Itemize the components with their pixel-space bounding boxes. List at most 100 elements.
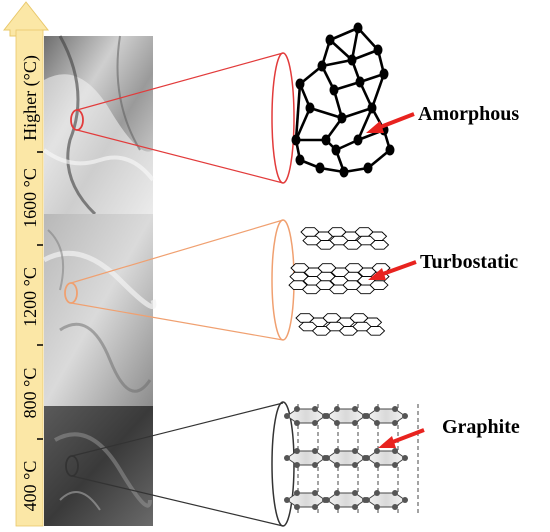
amorphous-atom xyxy=(337,112,347,124)
graphite-atom xyxy=(312,490,318,496)
graphite-atom xyxy=(402,497,408,503)
label-amorphous-group: Amorphous xyxy=(366,103,519,133)
graphite-atom xyxy=(284,497,290,503)
arrow-turbostatic-head xyxy=(368,268,386,280)
graphite-atom xyxy=(334,504,340,510)
temp-label-higher: Higher (°C) xyxy=(20,55,41,141)
arrow-turbostatic xyxy=(379,260,417,277)
graphite-atom xyxy=(334,420,340,426)
graphite-atom xyxy=(324,455,330,461)
amorphous-bond xyxy=(356,107,374,141)
graphite-atom xyxy=(334,462,340,468)
amorphous-atom xyxy=(329,84,339,96)
graphite-atom xyxy=(392,406,398,412)
label-turbostatic: Turbostatic xyxy=(420,251,518,273)
zoom-ellipse-bottom xyxy=(271,401,295,527)
amorphous-atom xyxy=(305,102,315,114)
amorphous-atom xyxy=(321,134,331,146)
graphite-atom xyxy=(294,448,300,454)
graphene-sheet xyxy=(286,408,326,424)
temp-label-800: 800 °C xyxy=(20,368,40,419)
amorphous-bond xyxy=(329,26,359,42)
graphite-atom xyxy=(352,448,358,454)
graphite-atom xyxy=(392,462,398,468)
amorphous-atom xyxy=(295,154,305,166)
graphene-sheet xyxy=(366,408,406,424)
amorphous-atom xyxy=(363,162,373,174)
graphite-atom xyxy=(324,413,330,419)
sem-image-middle xyxy=(42,214,157,406)
graphite-atom xyxy=(392,504,398,510)
label-graphite-group: Graphite xyxy=(378,416,520,448)
hexagon-ring xyxy=(369,240,390,250)
amorphous-atom xyxy=(347,54,357,66)
graphite-atom xyxy=(312,504,318,510)
hexagon-ring xyxy=(365,326,386,336)
arrow-amorphous-head xyxy=(366,121,384,133)
graphite-atom xyxy=(294,406,300,412)
graphite-atom xyxy=(294,504,300,510)
zoom-ellipse-top xyxy=(271,52,295,184)
arrow-amorphous xyxy=(377,112,415,130)
graphite-atom xyxy=(352,490,358,496)
graphite-atom xyxy=(294,420,300,426)
arrow-graphite-head xyxy=(378,436,396,448)
amorphous-bond xyxy=(309,106,343,120)
graphite-atom xyxy=(402,455,408,461)
graphite-atom xyxy=(284,455,290,461)
graphite-atom xyxy=(364,455,370,461)
graphite-atom xyxy=(374,406,380,412)
temp-label-400: 400 °C xyxy=(20,461,40,512)
graphite-atom xyxy=(374,504,380,510)
graphite-atom xyxy=(352,462,358,468)
amorphous-atom xyxy=(373,44,383,56)
temp-label-1200: 1200 °C xyxy=(20,267,40,327)
graphite-atom xyxy=(352,504,358,510)
sem-image-bottom xyxy=(44,406,153,526)
graphite-atom xyxy=(352,406,358,412)
zoom-cone-top xyxy=(70,52,295,184)
label-amorphous: Amorphous xyxy=(418,103,519,125)
amorphous-atom xyxy=(353,134,363,146)
graphene-sheet xyxy=(366,450,406,466)
graphene-sheet xyxy=(326,450,366,466)
amorphous-bond xyxy=(341,106,373,120)
graphene-sheet xyxy=(366,492,406,508)
temp-label-1600: 1600 °C xyxy=(20,168,40,228)
graphite-atom xyxy=(294,490,300,496)
amorphous-atom xyxy=(295,78,305,90)
amorphous-atom xyxy=(353,22,363,34)
graphene-sheet xyxy=(326,408,366,424)
graphite-atom xyxy=(374,448,380,454)
amorphous-atom xyxy=(315,162,325,174)
graphite-atom xyxy=(364,497,370,503)
amorphous-atom xyxy=(339,166,349,178)
amorphous-atom xyxy=(291,134,301,146)
graphene-sheet xyxy=(286,450,326,466)
temperature-labels: 400 °C 800 °C 1200 °C 1600 °C Higher (°C… xyxy=(20,55,41,511)
graphite-atom xyxy=(364,413,370,419)
graphite-structure xyxy=(284,404,419,516)
amorphous-atom xyxy=(355,76,365,88)
amorphous-structure xyxy=(291,22,395,178)
amorphous-bond xyxy=(329,39,353,61)
amorphous-atom xyxy=(385,144,395,156)
graphite-atom xyxy=(312,420,318,426)
amorphous-bond xyxy=(321,58,353,68)
sem-image-top xyxy=(42,35,155,216)
hexagon-ring xyxy=(369,280,389,290)
amorphous-bond xyxy=(351,48,379,62)
graphite-atom xyxy=(374,490,380,496)
zoom-ellipse-middle xyxy=(271,219,295,341)
graphite-atom xyxy=(402,413,408,419)
graphite-atom xyxy=(374,462,380,468)
amorphous-bond xyxy=(294,107,312,141)
graphite-atom xyxy=(284,413,290,419)
turbostatic-structure xyxy=(288,227,391,336)
graphene-sheet xyxy=(326,492,366,508)
graphite-atom xyxy=(312,462,318,468)
graphite-atom xyxy=(312,448,318,454)
sem-images xyxy=(42,35,157,526)
label-turbostatic-group: Turbostatic xyxy=(368,251,518,280)
